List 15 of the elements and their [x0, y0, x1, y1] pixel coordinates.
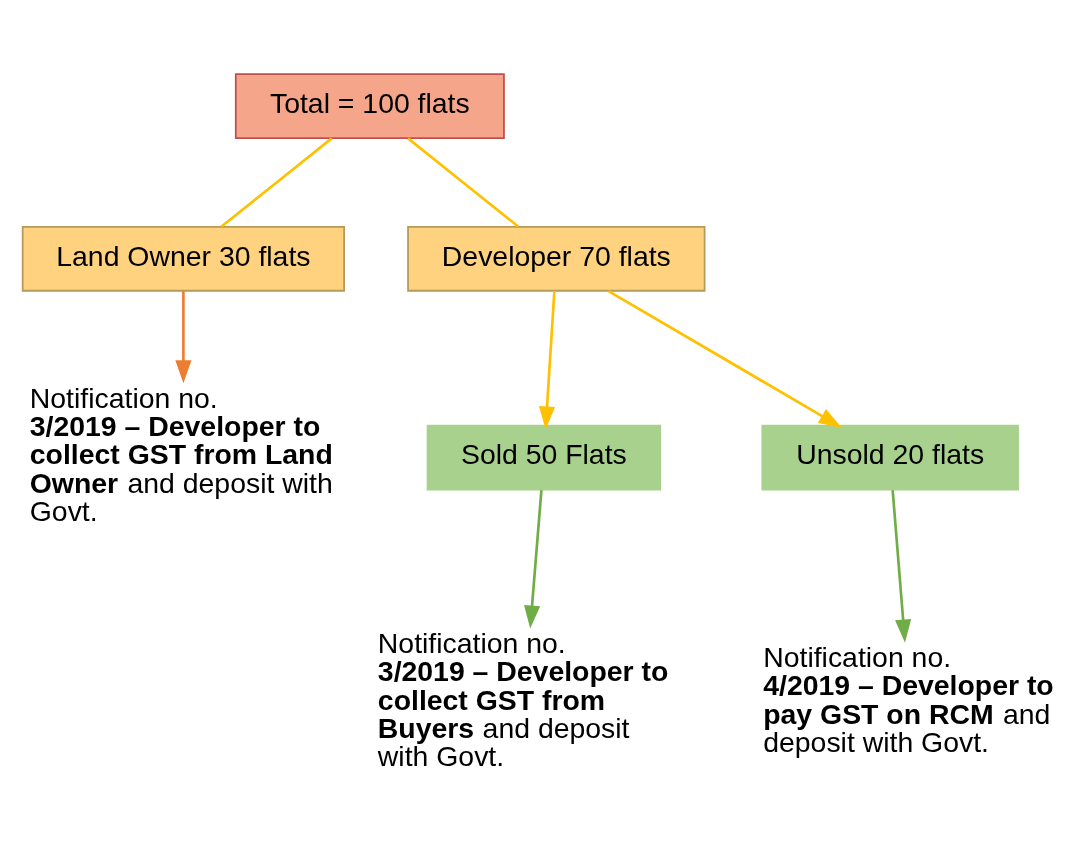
node-text: Notification no. 3/2019 – Developer to collect GST from Buyers and deposit with Govt. — [377, 626, 669, 772]
arrow — [891, 489, 912, 643]
node-text: Notification no. 4/2019 – Developer to pay GST on RCM and deposit with Govt. — [763, 640, 1054, 758]
node-box: Total = 100 flats — [234, 72, 505, 139]
node-text: Notification no. 3/2019 – Developer to collect GST from Land Owner and deposit with Govt. — [29, 381, 333, 527]
arrow — [538, 290, 556, 430]
connector — [407, 136, 520, 228]
arrow — [607, 289, 842, 428]
node-box: Developer 70 flats — [407, 225, 706, 292]
arrow — [175, 290, 192, 383]
connector — [220, 136, 333, 228]
node-box: Unsold 20 flats — [761, 424, 1019, 491]
node-box: Sold 50 Flats — [426, 424, 662, 491]
arrow — [524, 489, 543, 629]
node-box: Land Owner 30 flats — [21, 225, 345, 292]
